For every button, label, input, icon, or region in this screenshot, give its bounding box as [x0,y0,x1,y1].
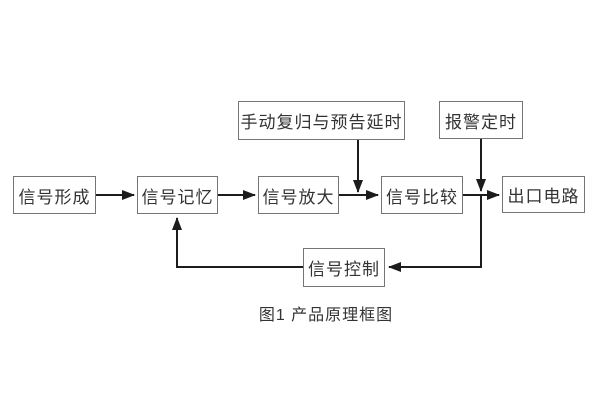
node-output-circuit: 出口电路 [502,176,585,213]
node-signal-amplification: 信号放大 [258,176,339,214]
figure-caption: 图1 产品原理框图 [258,307,394,324]
node-signal-comparison: 信号比较 [381,176,463,214]
node-signal-memory: 信号记忆 [137,176,218,214]
edge-junction-to-signal-control [388,194,482,272]
edge-signal-control-to-memory [172,217,303,268]
node-alarm-timing: 报警定时 [439,101,523,139]
node-signal-control: 信号控制 [303,248,385,287]
node-signal-formation: 信号形成 [13,176,96,214]
node-manual-reset-and-forecast-delay: 手动复归与预告延时 [238,101,405,140]
